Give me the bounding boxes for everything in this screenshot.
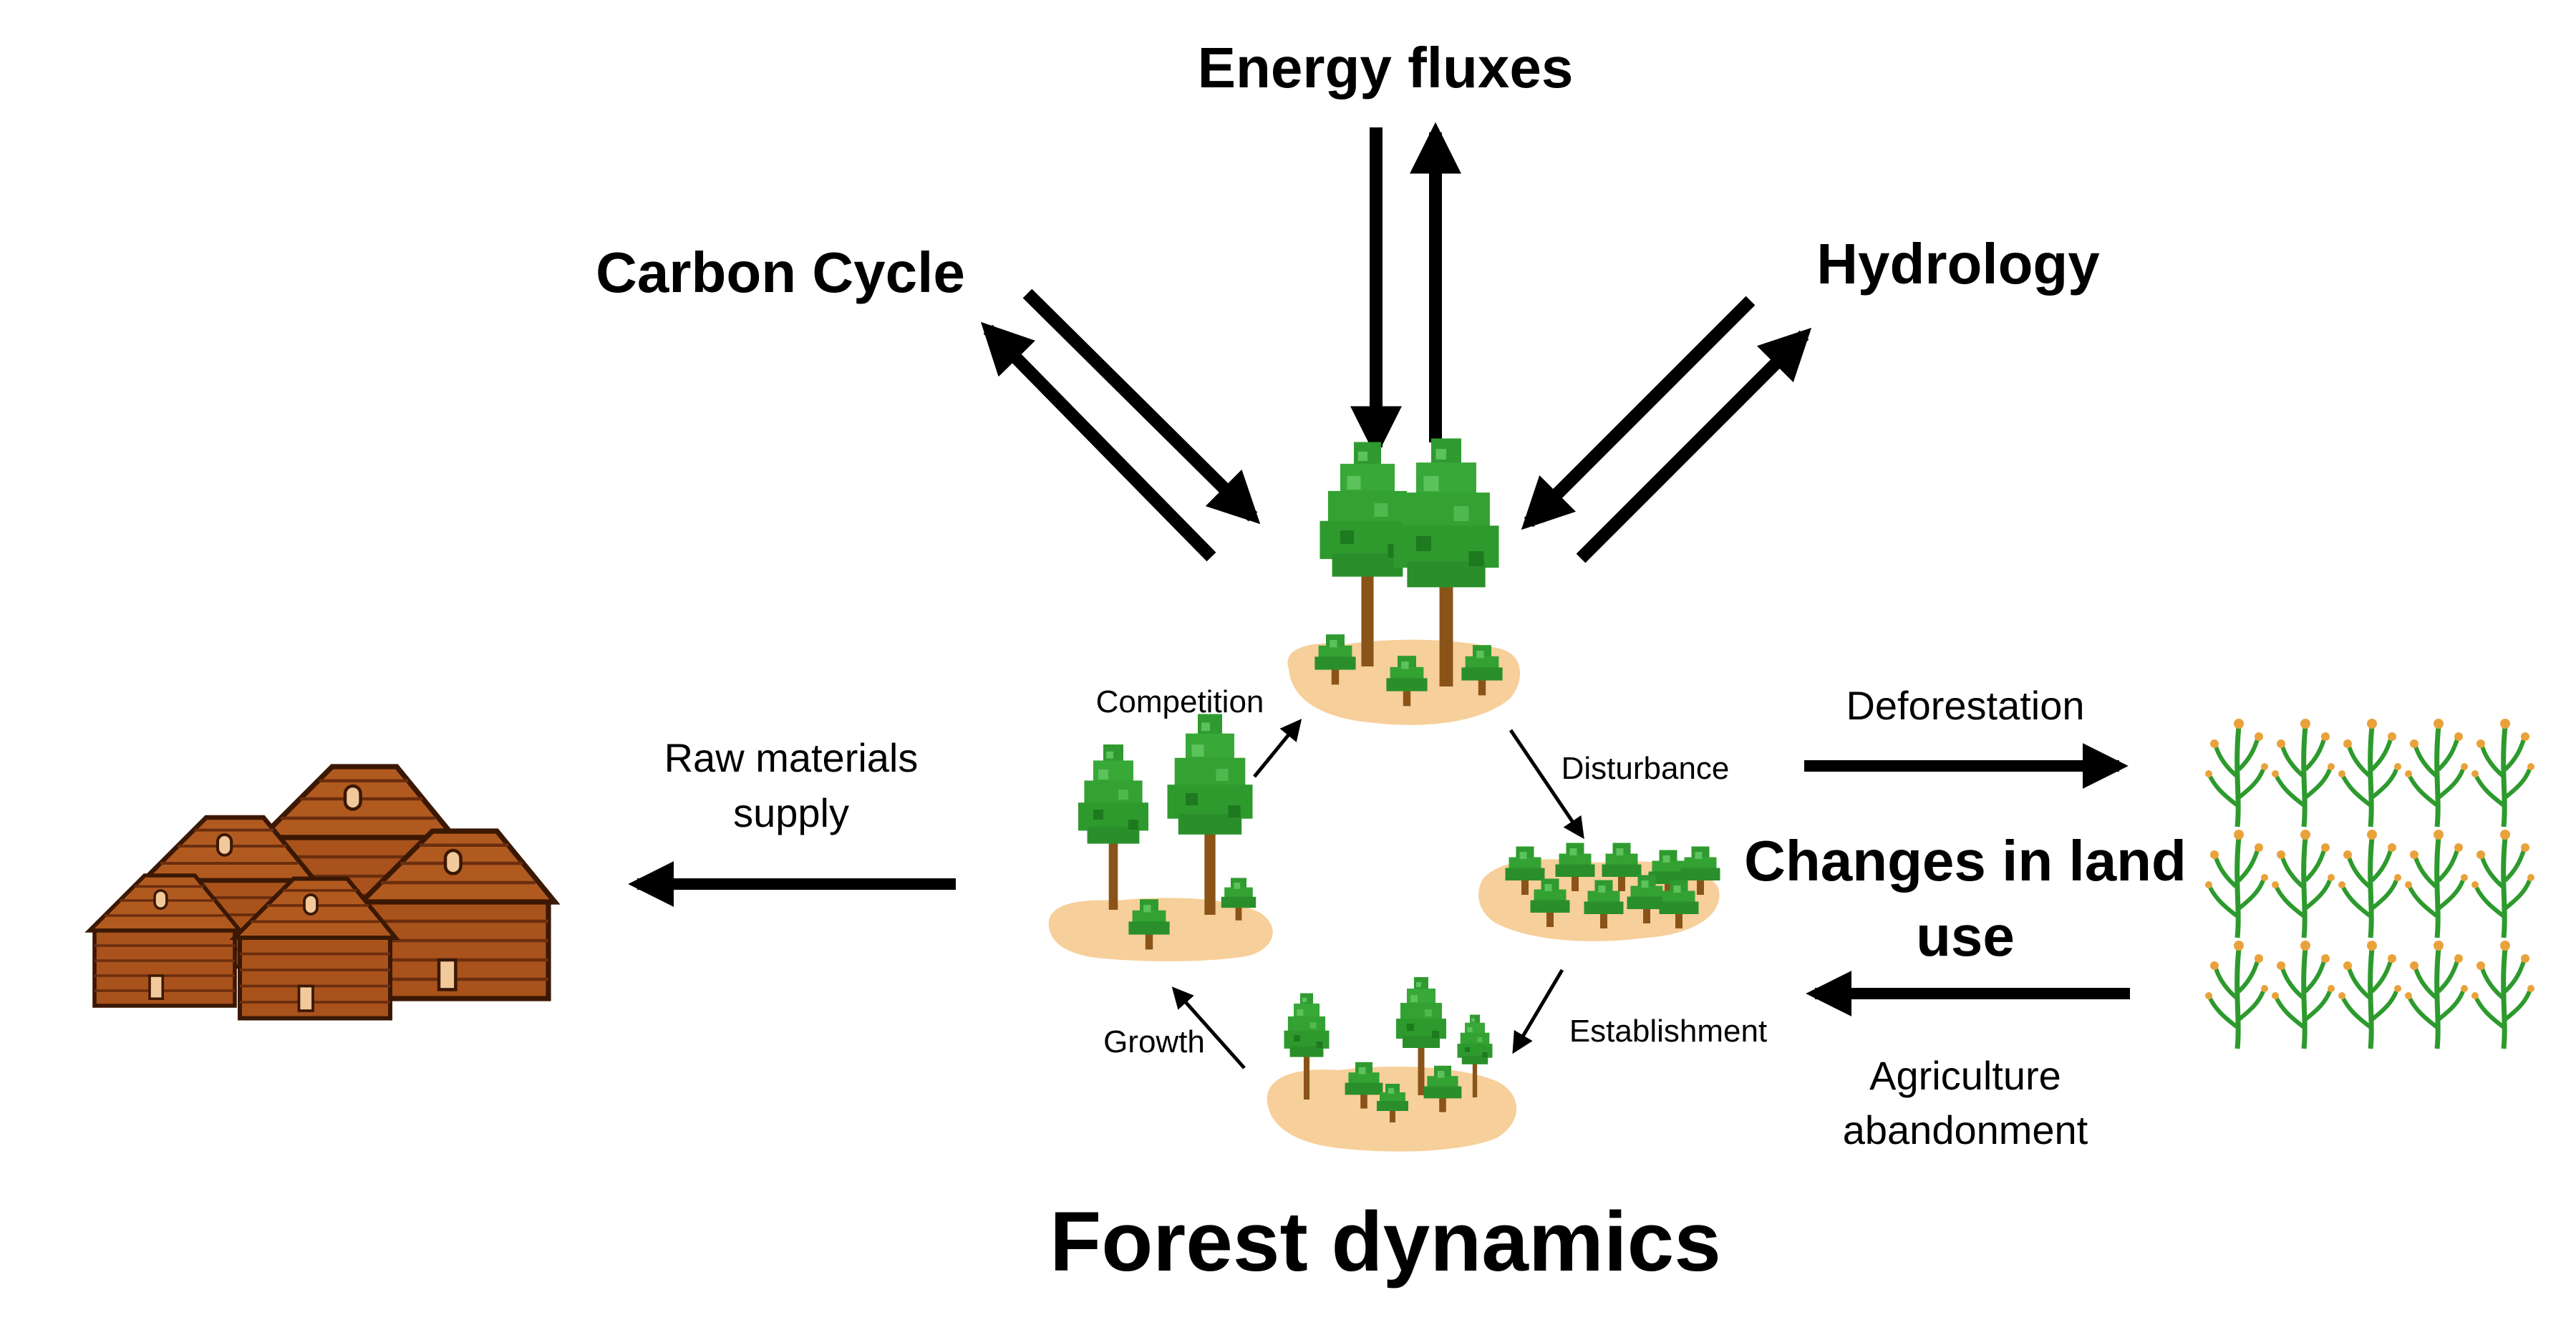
deforestation-label: Deforestation (1846, 683, 2084, 728)
carbon-in-arrow (1022, 288, 1261, 525)
disturbance-arrow (1509, 729, 1584, 840)
disturbance-label: Disturbance (1561, 751, 1730, 786)
hydrology-out-arrow (1576, 327, 1812, 563)
agriculture-abandonment-label-line1: Agriculture (1869, 1053, 2061, 1098)
establishment-label: Establishment (1569, 1014, 1767, 1049)
raw-materials-label-line2: supply (733, 790, 849, 835)
growing-forest-patch (1048, 714, 1273, 961)
competition-label: Competition (1096, 684, 1264, 719)
forest-dynamics-title: Forest dynamics (1050, 1195, 1721, 1289)
growth-label: Growth (1103, 1024, 1205, 1059)
young-forest-patch (1267, 977, 1517, 1152)
crop-field-illustration (2205, 719, 2534, 1049)
growth-arrow (1171, 986, 1246, 1069)
mature-forest-patch (1287, 438, 1521, 725)
energy-fluxes-arrows (1350, 122, 1461, 458)
hydrology-arrows (1521, 296, 1812, 563)
establishment-arrow (1512, 969, 1564, 1054)
changes-in-land-use-label-line1: Changes in land (1744, 829, 2187, 893)
agriculture-abandonment-label-line2: abandonment (1843, 1107, 2088, 1152)
hydrology-label: Hydrology (1816, 232, 2100, 296)
log-cabin-village-illustration (89, 767, 555, 1019)
changes-in-land-use-label-line2: use (1916, 904, 2015, 968)
competition-arrow (1253, 719, 1302, 778)
hydrology-in-arrow (1521, 296, 1756, 530)
carbon-cycle-arrows (980, 288, 1261, 562)
raw-materials-label-line1: Raw materials (664, 735, 919, 780)
carbon-cycle-label: Carbon Cycle (596, 241, 965, 304)
carbon-out-arrow (980, 321, 1216, 562)
energy-fluxes-label: Energy fluxes (1198, 36, 1574, 100)
disturbed-seedling-patch (1478, 843, 1720, 941)
